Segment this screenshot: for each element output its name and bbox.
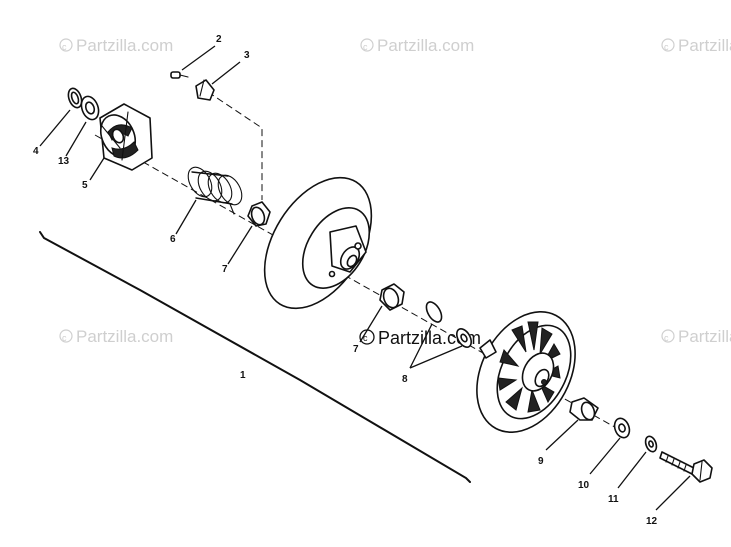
callout-5: 5 xyxy=(82,180,88,191)
part-2-screw xyxy=(170,71,189,79)
watermark-mid-right: c Partzilla.com xyxy=(661,327,731,346)
callout-4: 4 xyxy=(33,146,39,157)
assembly-bracket-line xyxy=(39,231,471,483)
part-6-spring xyxy=(187,166,243,215)
leader-8b xyxy=(409,345,463,369)
callout-6: 6 xyxy=(170,234,176,245)
part-12-bolt xyxy=(659,451,713,483)
watermark-top-right: c Partzilla.com xyxy=(661,36,731,55)
part-5-cam-housing xyxy=(99,103,153,171)
leader-8a xyxy=(409,323,433,369)
callout-9: 9 xyxy=(538,456,544,467)
watermark-mid-left: c Partzilla.com xyxy=(59,327,173,346)
leader-6 xyxy=(175,199,197,235)
svg-text:Partzilla.com: Partzilla.com xyxy=(76,327,173,346)
callout-1: 1 xyxy=(240,370,246,381)
watermark-top-left: c Partzilla.com xyxy=(59,36,173,55)
leader-12 xyxy=(655,475,691,511)
leader-9 xyxy=(545,419,579,451)
leader-5 xyxy=(89,157,105,181)
part-7-lower-bushing xyxy=(379,283,405,311)
svg-text:c: c xyxy=(363,333,368,343)
svg-text:c: c xyxy=(363,42,368,52)
part-13-washer xyxy=(80,95,100,121)
svg-text:c: c xyxy=(664,333,669,343)
leader-10 xyxy=(589,437,621,475)
leader-3 xyxy=(211,61,241,85)
svg-text:Partzilla.com: Partzilla.com xyxy=(377,36,474,55)
svg-text:c: c xyxy=(664,42,669,52)
callout-11: 11 xyxy=(608,494,619,505)
callout-7-lower: 7 xyxy=(353,344,359,355)
leader-7a xyxy=(227,225,253,265)
leader-11 xyxy=(617,451,647,489)
part-8-shims xyxy=(425,301,473,348)
leader-4 xyxy=(39,109,71,147)
fixed-sheave xyxy=(476,311,576,433)
leader-13 xyxy=(65,121,87,157)
callout-3: 3 xyxy=(244,50,250,61)
part-3-block xyxy=(195,79,215,101)
svg-text:c: c xyxy=(62,42,67,52)
svg-text:Partzilla.com: Partzilla.com xyxy=(678,327,731,346)
part-4-snap-ring xyxy=(67,87,83,109)
watermark-center: c Partzilla.com xyxy=(359,328,481,348)
part-10-washer xyxy=(613,417,631,439)
part-11-lock-washer xyxy=(644,435,658,453)
pin-axis-line xyxy=(207,91,263,200)
movable-sheave xyxy=(263,176,373,310)
callout-7-upper: 7 xyxy=(222,264,228,275)
callout-8: 8 xyxy=(402,374,408,385)
svg-text:Partzilla.com: Partzilla.com xyxy=(76,36,173,55)
svg-text:c: c xyxy=(62,333,67,343)
callout-2: 2 xyxy=(216,34,222,45)
watermark-top-center: c Partzilla.com xyxy=(360,36,474,55)
part-7-upper-bushing xyxy=(247,201,271,227)
callout-13: 13 xyxy=(58,156,70,167)
leader-2 xyxy=(181,45,216,71)
svg-text:Partzilla.com: Partzilla.com xyxy=(678,36,731,55)
callout-12: 12 xyxy=(646,516,658,527)
svg-text:Partzilla.com: Partzilla.com xyxy=(378,328,481,348)
part-9-sleeve xyxy=(569,397,599,421)
leader-7b xyxy=(359,305,383,343)
callout-10: 10 xyxy=(578,480,590,491)
